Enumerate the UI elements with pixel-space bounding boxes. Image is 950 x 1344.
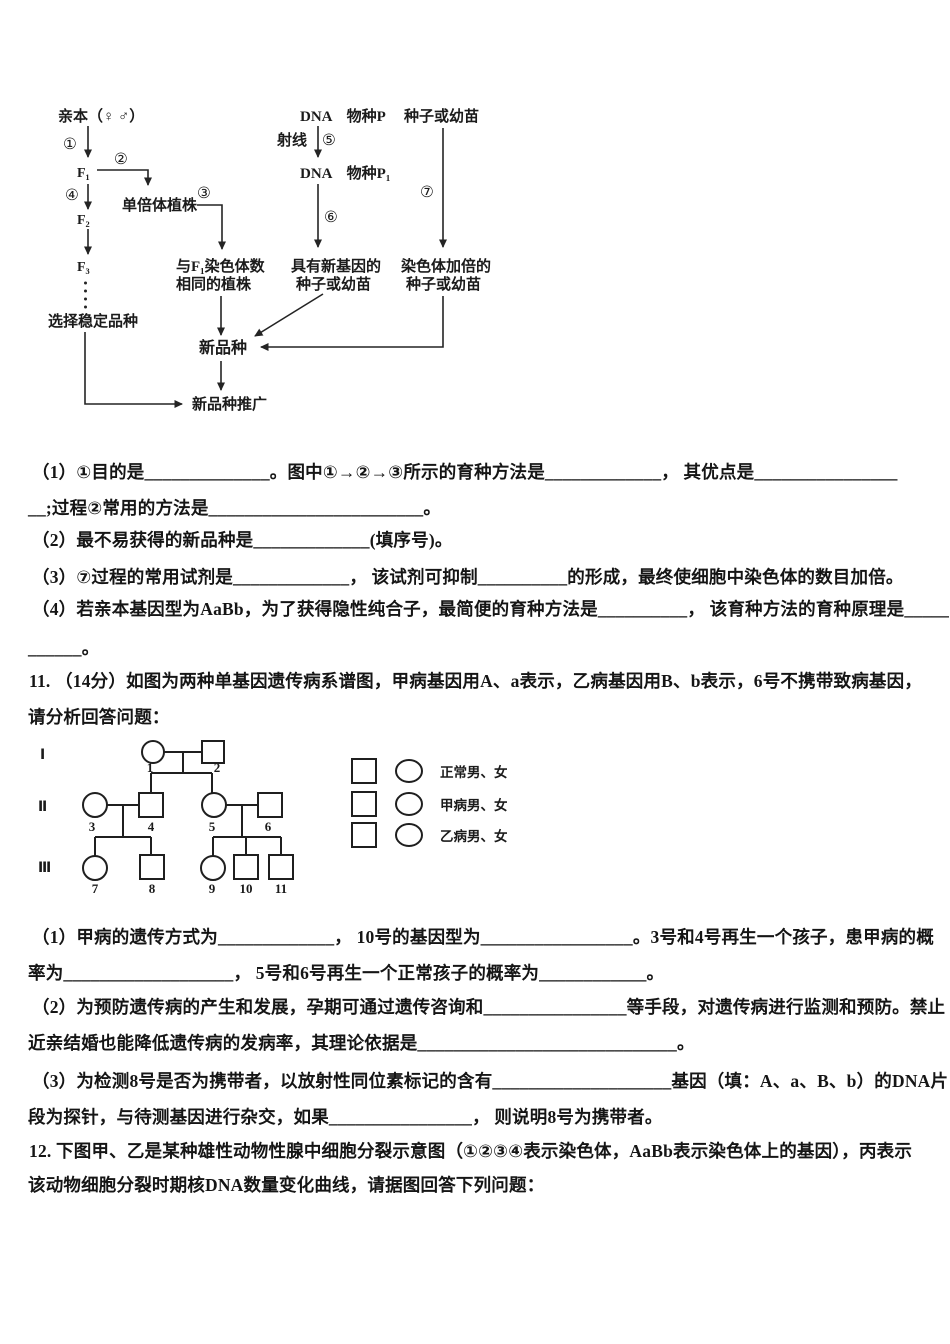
pedigree-chart: Ⅰ Ⅱ Ⅲ <box>38 740 508 896</box>
flow-f3-label: F₃ <box>77 260 90 275</box>
pedigree-member-3-normal-female <box>82 792 108 818</box>
q10-line1: （1）①目的是______________。图中①→②→③所示的育种方法是___… <box>32 462 898 482</box>
member-number-4: 4 <box>148 819 155 834</box>
member-number-10: 10 <box>240 881 253 896</box>
flow-seed-or-seedling-label: 种子或幼苗 <box>403 107 479 125</box>
line-select-to-promotion <box>84 332 183 408</box>
flow-f1-label: F₁ <box>77 166 90 181</box>
q11-line3: （2）为预防遗传病的产生和发展，孕期可通过遗传咨询和______________… <box>32 997 946 1017</box>
member-number-1: 1 <box>147 760 154 775</box>
flow-same-chromosome-line2: 相同的植株 <box>176 275 252 293</box>
member-number-3: 3 <box>89 819 96 834</box>
flow-new-variety-label: 新品种 <box>199 338 247 357</box>
q11-line1: （1）甲病的遗传方式为_____________， 10号的基因型为______… <box>32 927 934 947</box>
arrow-haploid-to-same-chromosome <box>197 204 226 250</box>
pedigree-member-1-normal-female <box>141 740 165 764</box>
legend-disease-a-male-symbol <box>351 791 377 817</box>
flow-step7-badge: ⑦ <box>420 183 434 201</box>
pedigree-member-4-normal-male <box>138 792 164 818</box>
member-number-9: 9 <box>209 881 216 896</box>
breeding-flowchart: 亲本（♀ ♂） ① F₁ ② ④ F₂ F₃ 选择稳定品种 单倍体植株 ③ 与F… <box>48 107 491 413</box>
member-number-6: 6 <box>265 819 272 834</box>
legend-normal-female-symbol <box>395 759 423 783</box>
member-number-8: 8 <box>149 881 156 896</box>
pedigree-member-9-normal-female <box>200 855 226 881</box>
pedigree-member-6-normal-male <box>257 792 283 818</box>
q10-line3: （2）最不易获得的新品种是_____________(填序号)。 <box>32 530 453 550</box>
q12-intro2: 该动物细胞分裂时期核DNA数量变化曲线，请据图回答下列问题： <box>28 1175 545 1195</box>
flow-step1-badge: ① <box>63 135 77 153</box>
q12-intro1: 12. 下图甲、乙是某种雄性动物性腺中细胞分裂示意图（①②③④表示染色体，AaB… <box>29 1141 913 1161</box>
q11-line2: 率为___________________， 5号和6号再生一个正常孩子的概率为… <box>28 963 665 983</box>
member-number-5: 5 <box>209 819 216 834</box>
pedigree-member-8-normal-male <box>139 854 165 880</box>
flow-same-chromosome-line1: 与F₁染色体数 <box>176 257 266 275</box>
legend-disease-a-female-symbol <box>395 792 423 816</box>
q10-line4: （3）⑦过程的常用试剂是_____________， 该试剂可抑制_______… <box>32 567 904 587</box>
arrow-doubled-to-new-variety <box>260 296 444 351</box>
flow-select-stable-label: 选择稳定品种 <box>48 312 138 330</box>
flow-promotion-label: 新品种推广 <box>192 395 267 413</box>
flow-step2-badge: ② <box>114 150 128 168</box>
flow-f2-label: F₂ <box>77 213 90 228</box>
generation-label-3: Ⅲ <box>38 860 51 876</box>
q11-intro1: 11. （14分）如图为两种单基因遗传病系谱图，甲病基因用A、a表示，乙病基因用… <box>29 671 923 691</box>
q10-line2: __;过程②常用的方法是________________________。 <box>28 498 442 518</box>
arrow-new-gene-to-new-variety <box>254 293 324 337</box>
flow-step4-badge: ④ <box>65 186 79 204</box>
flowchart-connectors <box>84 126 447 408</box>
pedigree-member-5-disease-a-female <box>201 792 227 818</box>
flow-step6-badge: ⑥ <box>324 208 338 226</box>
generation-label-1: Ⅰ <box>40 747 45 763</box>
arrow-f1-to-haploid <box>97 169 152 186</box>
flow-dna-species-p1-label: DNA 物种P₁ <box>300 164 390 182</box>
q10-line5: （4）若亲本基因型为AaBb，为了获得隐性纯合子，最简便的育种方法是______… <box>32 599 950 619</box>
pedigree-connectors <box>94 751 282 856</box>
legend-disease-b-label: 乙病男、女 <box>440 828 508 844</box>
legend-disease-a-label: 甲病男、女 <box>440 797 508 813</box>
flow-ray-label: 射线 <box>276 131 307 149</box>
member-number-7: 7 <box>92 881 99 896</box>
flow-haploid-label: 单倍体植株 <box>122 196 198 214</box>
q11-line4: 近亲结婚也能降低遗传病的发病率，其理论依据是__________________… <box>28 1033 695 1053</box>
flow-step5-badge: ⑤ <box>322 131 336 149</box>
flow-dna-species-p-label: DNA 物种P <box>300 107 386 125</box>
q10-line6: ______。 <box>28 638 100 658</box>
flow-parents-label: 亲本（♀ ♂） <box>58 107 144 125</box>
legend-disease-b-male-symbol <box>351 822 377 848</box>
q11-intro2: 请分析回答问题： <box>28 707 170 727</box>
legend-normal-male-symbol <box>351 758 377 784</box>
flow-chromosome-doubled-line2: 种子或幼苗 <box>405 275 481 293</box>
pedigree-member-2-normal-male <box>201 740 225 764</box>
legend-normal-label: 正常男、女 <box>440 764 508 780</box>
ellipsis-dots <box>84 281 87 309</box>
q11-line6: 段为探针，与待测基因进行杂交，如果________________， 则说明8号… <box>28 1107 663 1127</box>
pedigree-member-11-normal-male <box>268 854 294 880</box>
flow-new-gene-seed-line2: 种子或幼苗 <box>295 275 371 293</box>
pedigree-legend: 正常男、女 甲病男、女 乙病男、女 <box>351 758 508 848</box>
member-number-2: 2 <box>214 760 221 775</box>
flow-step3-badge: ③ <box>197 184 211 202</box>
pedigree-member-7-disease-a-female <box>82 855 108 881</box>
generation-label-2: Ⅱ <box>38 799 47 815</box>
pedigree-member-10-disease-b-male <box>233 854 259 880</box>
legend-disease-b-female-symbol <box>395 823 423 847</box>
flow-new-gene-seed-line1: 具有新基因的 <box>291 257 381 275</box>
flow-chromosome-doubled-line1: 染色体加倍的 <box>400 257 491 275</box>
q11-line5: （3）为检测8号是否为携带者，以放射性同位素标记的含有_____________… <box>32 1071 949 1091</box>
member-number-11: 11 <box>275 881 287 896</box>
